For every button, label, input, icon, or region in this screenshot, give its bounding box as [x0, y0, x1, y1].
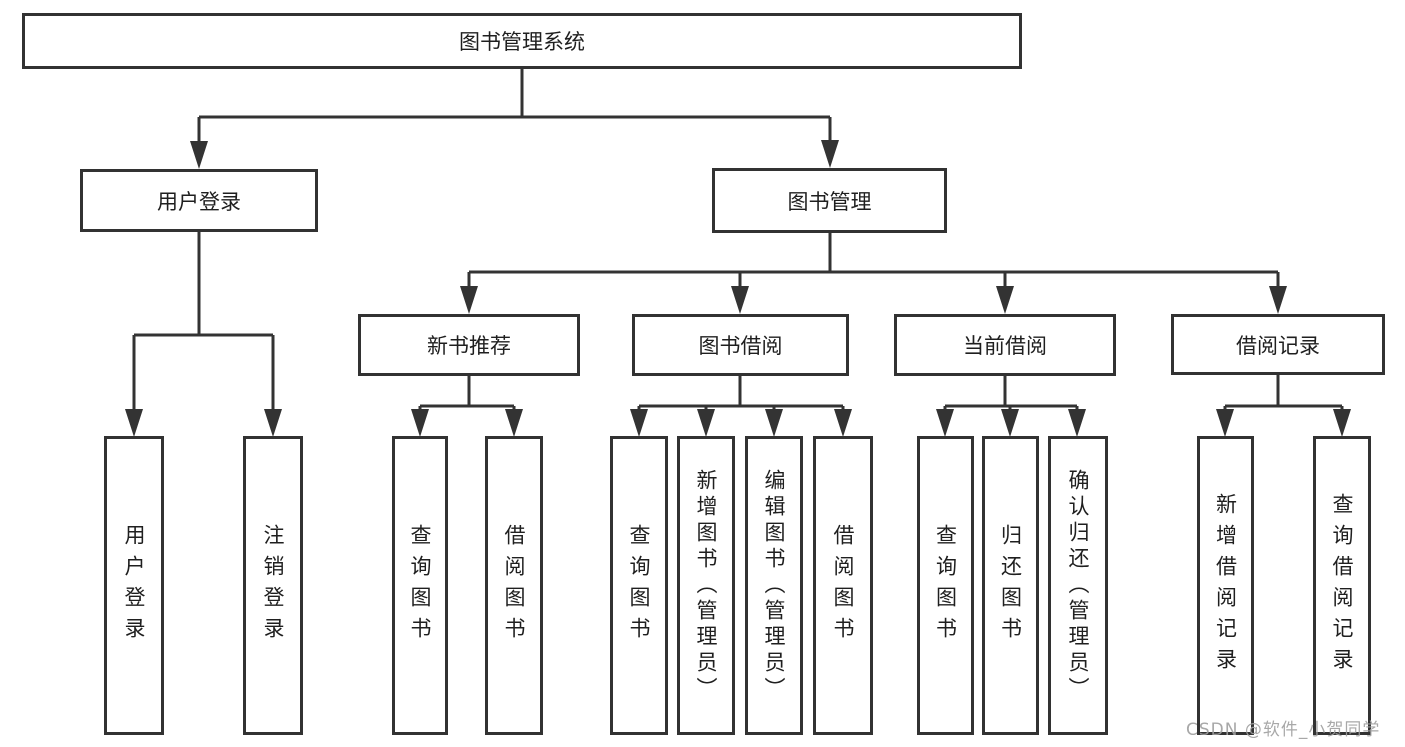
leaf-confirm-return-admin: 确认归还（管理员）: [1048, 436, 1108, 735]
leaf-logout: 注销登录: [243, 436, 303, 735]
node-label: 图书管理系统: [459, 30, 585, 54]
node-new-book-recommendation: 新书推荐: [358, 314, 580, 376]
node-label: 编辑图书（管理员）: [762, 468, 786, 703]
node-label: 新书推荐: [427, 334, 511, 358]
leaf-add-books-admin: 新增图书（管理员）: [677, 436, 735, 735]
leaf-add-borrow-record: 新增借阅记录: [1197, 436, 1254, 735]
node-book-borrowing: 图书借阅: [632, 314, 849, 376]
node-current-borrowing: 当前借阅: [894, 314, 1116, 376]
node-user-login: 用户登录: [80, 169, 318, 232]
node-label: 查询图书: [933, 523, 958, 648]
connector-user-login-children: [125, 232, 282, 437]
node-label: 查询图书: [408, 523, 432, 648]
node-label: 图书借阅: [698, 334, 783, 358]
leaf-query-books-1: 查询图书: [392, 436, 448, 735]
leaf-return-books: 归还图书: [982, 436, 1039, 735]
node-book-management: 图书管理: [712, 168, 947, 233]
node-label: 归还图书: [998, 523, 1023, 648]
node-label: 图书管理: [787, 189, 872, 214]
connector-current-borrow-children: [936, 376, 1086, 437]
node-label: 用户登录: [157, 189, 241, 214]
connector-borrow-records-children: [1216, 375, 1351, 437]
connector-book-borrow-children: [630, 376, 852, 437]
node-label: 确认归还（管理员）: [1066, 468, 1090, 703]
csdn-watermark: CSDN @软件_小贺同学: [1186, 720, 1381, 740]
leaf-edit-books-admin: 编辑图书（管理员）: [745, 436, 803, 735]
node-label: 借阅记录: [1236, 333, 1320, 358]
node-label: 查询借阅记录: [1330, 492, 1354, 679]
node-label: 用户登录: [122, 523, 146, 648]
leaf-query-books-3: 查询图书: [917, 436, 974, 735]
node-label: 新增图书（管理员）: [694, 468, 718, 703]
node-label: 新增借阅记录: [1213, 492, 1238, 679]
leaf-query-books-2: 查询图书: [610, 436, 668, 735]
leaf-user-login: 用户登录: [104, 436, 164, 735]
node-label: 查询图书: [627, 523, 651, 648]
node-borrowing-records: 借阅记录: [1171, 314, 1385, 375]
leaf-borrow-books-2: 借阅图书: [813, 436, 873, 735]
connector-book-management-children: [460, 233, 1287, 314]
node-library-management-system: 图书管理系统: [22, 13, 1022, 69]
node-label: 借阅图书: [831, 523, 855, 648]
connector-root-to-level1: [190, 69, 839, 169]
connector-new-book-children: [411, 376, 523, 437]
leaf-borrow-books-1: 借阅图书: [485, 436, 543, 735]
leaf-query-borrow-record: 查询借阅记录: [1313, 436, 1371, 735]
node-label: 当前借阅: [963, 334, 1047, 358]
node-label: 注销登录: [261, 523, 285, 648]
node-label: 借阅图书: [502, 523, 526, 648]
